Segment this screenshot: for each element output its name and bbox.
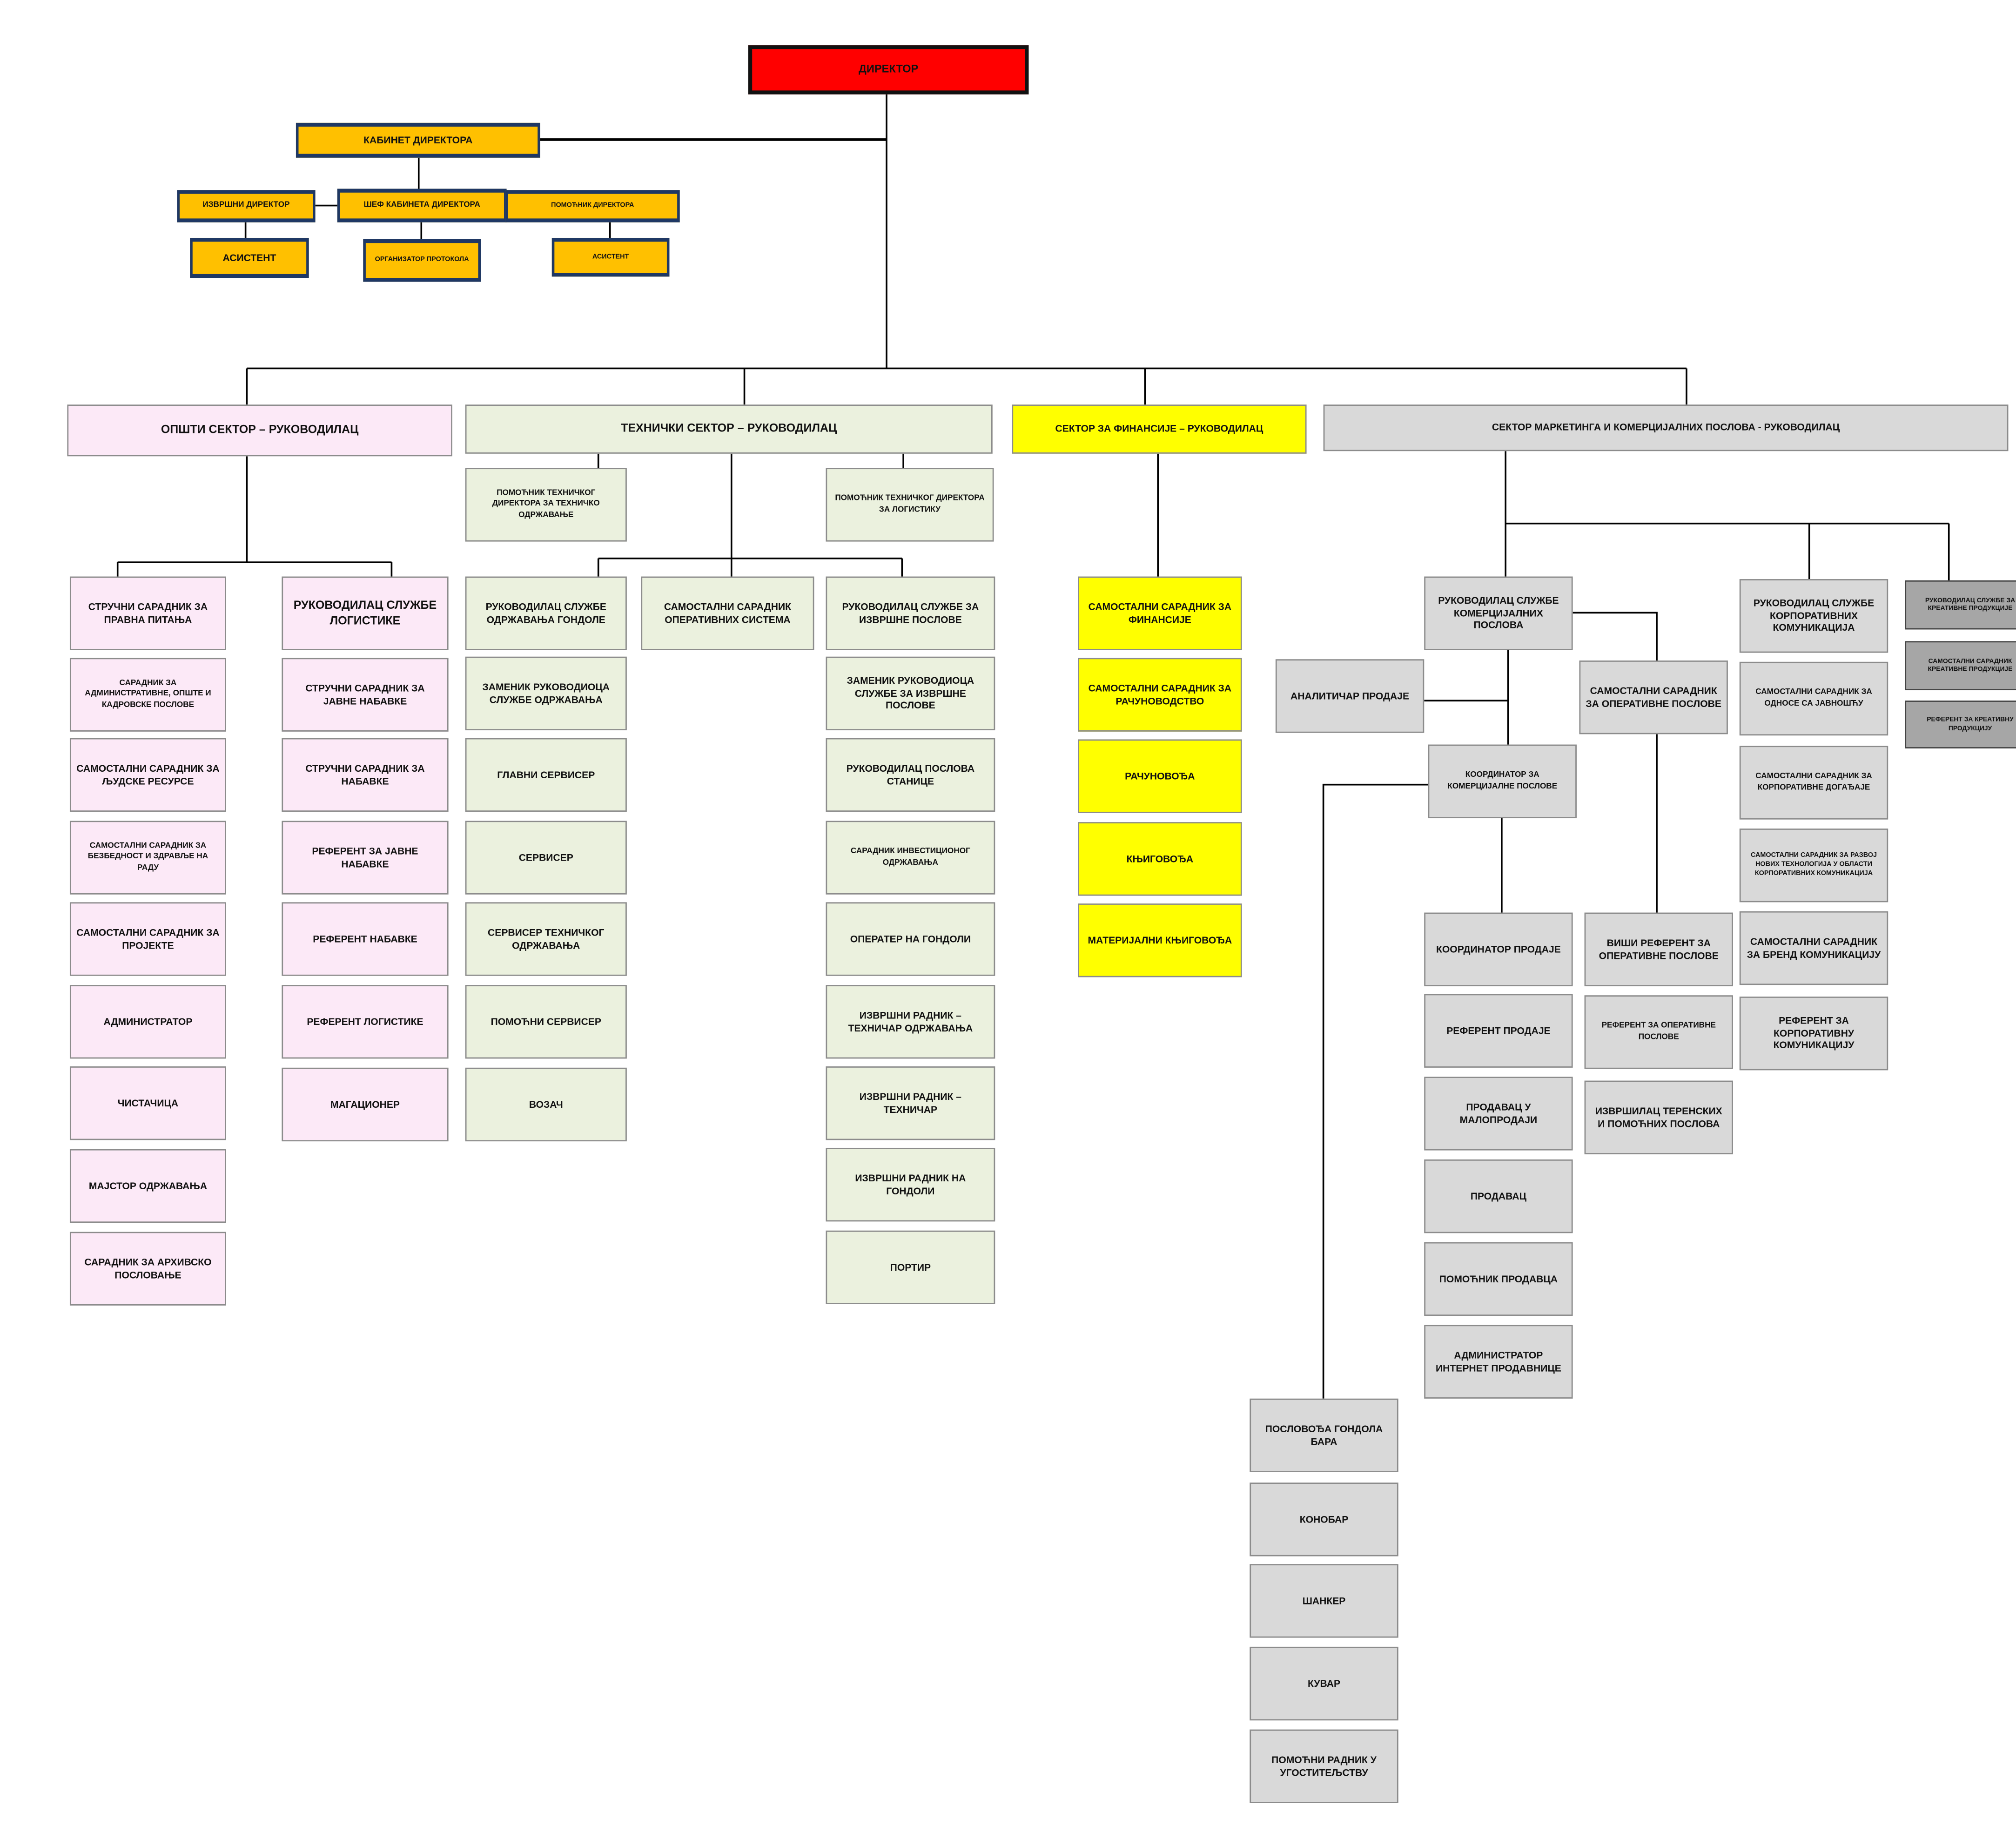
corporate-position-box: САМОСТАЛНИ САРАДНИК ЗА РАЗВОЈ НОВИХ ТЕХН… — [1739, 829, 1888, 903]
general-position-box: САРАДНИК ЗА АДМИНИСТРАТИВНЕ, ОПШТЕ И КАД… — [69, 658, 226, 732]
sales-position-box: КООРДИНАТОР ПРОДАЈЕ — [1424, 912, 1573, 986]
logistics-position-box: РУКОВОДИЛАЦ СЛУЖБЕ ЛОГИСТИКЕ — [282, 576, 449, 650]
executive-position-box: ОПЕРАТЕР НА ГОНДОЛИ — [826, 902, 995, 976]
logistics-position-box: МАГАЦИОНЕР — [282, 1067, 449, 1142]
maintenance-position-box: СЕРВИСЕР — [465, 821, 627, 895]
protocol-organizer-box: ОРГАНИЗАТОР ПРОТОКОЛА — [363, 239, 481, 282]
executive-position-box: ИЗВРШНИ РАДНИК – ТЕХНИЧАР ОДРЖАВАЊА — [826, 985, 995, 1059]
director-box: ДИРЕКТОР — [748, 45, 1029, 94]
corporate-position-box: РУКОВОДИЛАЦ СЛУЖБЕ КОРПОРАТИВНИХ КОМУНИК… — [1739, 579, 1888, 653]
executive-position-box: ЗАМЕНИК РУКОВОДИОЦА СЛУЖБЕ ЗА ИЗВРШНЕ ПО… — [826, 656, 995, 731]
creative-position-box: РУКОВОДИЛАЦ СЛУЖБЕ ЗА КРЕАТИВНЕ ПРОДУКЦИ… — [1905, 580, 2016, 630]
executive-position-box: РУКОВОДИЛАЦ ПОСЛОВА СТАНИЦЕ — [826, 738, 995, 812]
sales-position-box: ПОМОЋНИК ПРОДАВЦА — [1424, 1242, 1573, 1316]
maintenance-position-box: ГЛАВНИ СЕРВИСЕР — [465, 738, 627, 812]
bar-position-box: ПОСЛОВОЂА ГОНДОЛА БАРА — [1250, 1398, 1398, 1473]
executive-position-box: ИЗВРШНИ РАДНИК – ТЕХНИЧАР — [826, 1066, 995, 1140]
executive-position-box: РУКОВОДИЛАЦ СЛУЖБЕ ЗА ИЗВРШНЕ ПОСЛОВЕ — [826, 576, 995, 650]
corporate-position-box: САМОСТАЛНИ САРАДНИК ЗА КОРПОРАТИВНЕ ДОГА… — [1739, 746, 1888, 820]
bar-position-box: ШАНКЕР — [1250, 1564, 1398, 1638]
independent-ops-box: САМОСТАЛНИ САРАДНИК ЗА ОПЕРАТИВНЕ ПОСЛОВ… — [1579, 660, 1728, 735]
technical-assistant-box: ПОМОЋНИК ТЕХНИЧКОГ ДИРЕКТОРА ЗА ЛОГИСТИК… — [826, 468, 994, 542]
assistant-box: АСИСТЕНТ — [551, 237, 670, 277]
logistics-position-box: РЕФЕРЕНТ ЗА ЈАВНЕ НАБАВКЕ — [282, 821, 449, 895]
general-position-box: САРАДНИК ЗА АРХИВСКО ПОСЛОВАЊЕ — [69, 1232, 226, 1306]
logistics-position-box: СТРУЧНИ САРАДНИК ЗА ЈАВНЕ НАБАВКЕ — [282, 658, 449, 732]
operating-systems-box: САМОСТАЛНИ САРАДНИК ОПЕРАТИВНИХ СИСТЕМА — [641, 576, 814, 650]
finance-position-box: РАЧУНОВОЂА — [1078, 739, 1242, 813]
maintenance-position-box: ЗАМЕНИК РУКОВОДИОЦА СЛУЖБЕ ОДРЖАВАЊА — [465, 656, 627, 731]
maintenance-position-box: ПОМОЋНИ СЕРВИСЕР — [465, 985, 627, 1059]
finance-position-box: САМОСТАЛНИ САРАДНИК ЗА ФИНАНСИЈЕ — [1078, 576, 1242, 650]
finance-position-box: КЊИГОВОЂА — [1078, 822, 1242, 896]
corporate-position-box: РЕФЕРЕНТ ЗА КОРПОРАТИВНУ КОМУНИКАЦИЈУ — [1739, 997, 1888, 1071]
bar-position-box: ПОМОЋНИ РАДНИК У УГОСТИТЕЉСТВУ — [1250, 1729, 1398, 1803]
executive-director-box: ИЗВРШНИ ДИРЕКТОР — [177, 190, 316, 222]
general-position-box: СТРУЧНИ САРАДНИК ЗА ПРАВНА ПИТАЊА — [69, 576, 226, 650]
maintenance-position-box: ВОЗАЧ — [465, 1067, 627, 1142]
sales-position-box: ПРОДАВАЦ У МАЛОПРОДАЈИ — [1424, 1077, 1573, 1151]
operations-position-box: ВИШИ РЕФЕРЕНТ ЗА ОПЕРАТИВНЕ ПОСЛОВЕ — [1584, 912, 1733, 986]
technical-sector-box: ТЕХНИЧКИ СЕКТОР – РУКОВОДИЛАЦ — [465, 404, 993, 454]
operations-position-box: РЕФЕРЕНТ ЗА ОПЕРАТИВНЕ ПОСЛОВЕ — [1584, 995, 1733, 1069]
executive-position-box: САРАДНИК ИНВЕСТИЦИОНОГ ОДРЖАВАЊА — [826, 821, 995, 895]
bar-position-box: КУВАР — [1250, 1646, 1398, 1721]
general-position-box: САМОСТАЛНИ САРАДНИК ЗА БЕЗБЕДНОСТ И ЗДРА… — [69, 821, 226, 895]
creative-position-box: САМОСТАЛНИ САРАДНИК КРЕАТИВНЕ ПРОДУКЦИЈЕ — [1905, 641, 2016, 690]
executive-position-box: ИЗВРШНИ РАДНИК НА ГОНДОЛИ — [826, 1147, 995, 1222]
corporate-position-box: САМОСТАЛНИ САРАДНИК ЗА ОДНОСЕ СА ЈАВНОШЋ… — [1739, 661, 1888, 736]
logistics-position-box: РЕФЕРЕНТ ЛОГИСТИКЕ — [282, 985, 449, 1059]
sales-position-box: РЕФЕРЕНТ ПРОДАЈЕ — [1424, 994, 1573, 1068]
assistant-director-box: ПОМОЋНИК ДИРЕКТОРА — [505, 190, 680, 222]
general-position-box: САМОСТАЛНИ САРАДНИК ЗА ПРОЈЕКТЕ — [69, 902, 226, 976]
maintenance-position-box: РУКОВОДИЛАЦ СЛУЖБЕ ОДРЖАВАЊА ГОНДОЛЕ — [465, 576, 627, 650]
commercial-coordinator-box: КООРДИНАТОР ЗА КОМЕРЦИЈАЛНЕ ПОСЛОВЕ — [1428, 744, 1577, 818]
bar-position-box: КОНОБАР — [1250, 1483, 1398, 1557]
corporate-position-box: САМОСТАЛНИ САРАДНИК ЗА БРЕНД КОМУНИКАЦИЈ… — [1739, 911, 1888, 985]
assistant-box: АСИСТЕНТ — [190, 237, 309, 278]
marketing-sector-box: СЕКТОР МАРКЕТИНГА И КОМЕРЦИЈАЛНИХ ПОСЛОВ… — [1323, 404, 2009, 452]
general-position-box: САМОСТАЛНИ САРАДНИК ЗА ЉУДСКЕ РЕСУРСЕ — [69, 738, 226, 812]
logistics-position-box: СТРУЧНИ САРАДНИК ЗА НАБАВКЕ — [282, 738, 449, 812]
finance-position-box: МАТЕРИЈАЛНИ КЊИГОВОЂА — [1078, 903, 1242, 977]
general-position-box: ЧИСТАЧИЦА — [69, 1066, 226, 1140]
general-position-box: АДМИНИСТРАТОР — [69, 985, 226, 1059]
maintenance-position-box: СЕРВИСЕР ТЕХНИЧКОГ ОДРЖАВАЊА — [465, 902, 627, 976]
general-sector-box: ОПШТИ СЕКТОР – РУКОВОДИЛАЦ — [67, 404, 452, 457]
operations-position-box: ИЗВРШИЛАЦ ТЕРЕНСКИХ И ПОМОЋНИХ ПОСЛОВА — [1584, 1080, 1733, 1154]
finance-sector-box: СЕКТОР ЗА ФИНАНСИЈЕ – РУКОВОДИЛАЦ — [1012, 404, 1307, 454]
commercial-head-box: РУКОВОДИЛАЦ СЛУЖБЕ КОМЕРЦИЈАЛНИХ ПОСЛОВА — [1424, 576, 1573, 650]
sales-position-box: ПРОДАВАЦ — [1424, 1159, 1573, 1233]
cabinet-box: КАБИНЕТ ДИРЕКТОРА — [296, 122, 540, 158]
cabinet-chief-box: ШЕФ КАБИНЕТА ДИРЕКТОРА — [337, 189, 507, 222]
finance-position-box: САМОСТАЛНИ САРАДНИК ЗА РАЧУНОВОДСТВО — [1078, 658, 1242, 732]
executive-position-box: ПОРТИР — [826, 1230, 995, 1304]
sales-analyst-box: АНАЛИТИЧАР ПРОДАЈЕ — [1275, 659, 1425, 733]
logistics-position-box: РЕФЕРЕНТ НАБАВКЕ — [282, 902, 449, 976]
sales-position-box: АДМИНИСТРАТОР ИНТЕРНЕТ ПРОДАВНИЦЕ — [1424, 1325, 1573, 1399]
technical-assistant-box: ПОМОЋНИК ТЕХНИЧКОГ ДИРЕКТОРА ЗА ТЕХНИЧКО… — [465, 468, 627, 542]
creative-position-box: РЕФЕРЕНТ ЗА КРЕАТИВНУ ПРОДУКЦИЈУ — [1905, 701, 2016, 748]
general-position-box: МАЈСТОР ОДРЖАВАЊА — [69, 1149, 226, 1223]
